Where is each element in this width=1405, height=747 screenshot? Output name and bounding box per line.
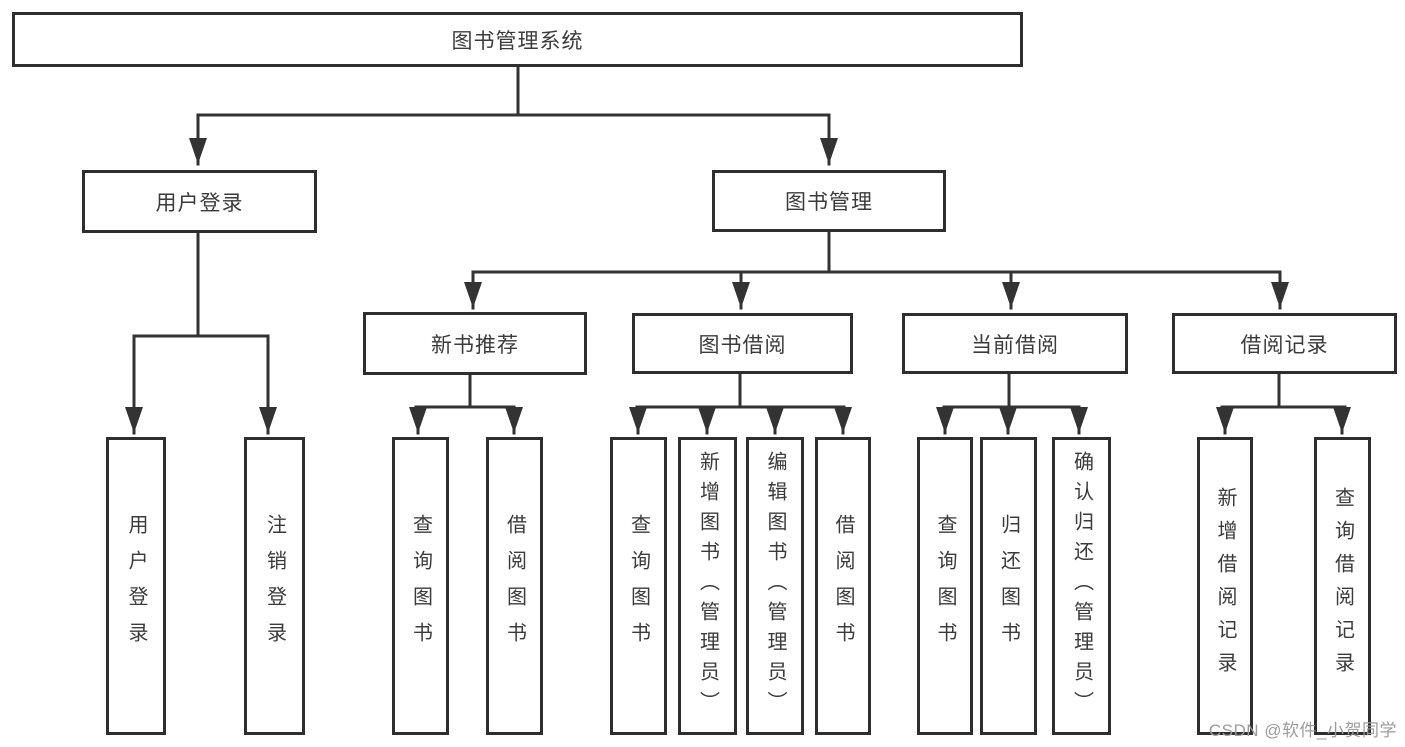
leaf-label: 新增图书（管理员） — [696, 451, 719, 721]
leaf-label: 借阅图书 — [832, 514, 854, 658]
node-label: 借阅记录 — [1240, 333, 1329, 357]
node-label: 图书借阅 — [698, 333, 787, 357]
node-borrow-records: 借阅记录 — [1172, 313, 1397, 374]
node-book-borrowing: 图书借阅 — [632, 313, 853, 374]
leaf-query-borrow-record: 查询借阅记录 — [1314, 437, 1371, 735]
leaf-label: 确认归还（管理员） — [1070, 451, 1093, 721]
leaf-logout: 注销登录 — [244, 437, 305, 735]
leaf-add-borrow-record: 新增借阅记录 — [1197, 437, 1253, 735]
leaf-query-books: 查询图书 — [917, 437, 973, 735]
leaf-label: 查询图书 — [409, 514, 432, 658]
node-new-book-recommendation: 新书推荐 — [363, 312, 587, 375]
leaf-label: 借阅图书 — [503, 514, 526, 658]
node-current-borrowing: 当前借阅 — [902, 313, 1128, 374]
leaf-user-login: 用户登录 — [106, 437, 166, 735]
leaf-borrow-books: 借阅图书 — [815, 437, 871, 735]
node-label: 新书推荐 — [431, 333, 519, 357]
leaf-label: 用户登录 — [125, 514, 147, 658]
leaf-borrow-books: 借阅图书 — [486, 437, 543, 735]
node-label: 图书管理 — [785, 191, 873, 214]
leaf-query-books: 查询图书 — [610, 437, 667, 735]
leaf-label: 编辑图书（管理员） — [764, 451, 786, 721]
leaf-label: 新增借阅记录 — [1214, 487, 1236, 685]
node-library-management-system: 图书管理系统 — [12, 12, 1023, 67]
leaf-label: 归还图书 — [997, 514, 1020, 658]
node-user-login: 用户登录 — [82, 170, 317, 233]
csdn-watermark: CSDN @软件_小贺同学 — [1208, 721, 1397, 740]
leaf-query-books: 查询图书 — [392, 437, 449, 735]
node-label: 当前借阅 — [971, 333, 1059, 357]
leaf-label: 查询图书 — [627, 514, 650, 658]
node-label: 图书管理系统 — [451, 29, 584, 53]
leaf-label: 查询借阅记录 — [1331, 487, 1354, 685]
leaf-confirm-return-admin: 确认归还（管理员） — [1052, 437, 1111, 735]
node-book-management: 图书管理 — [712, 170, 946, 232]
leaf-label: 查询图书 — [934, 514, 956, 658]
leaf-return-books: 归还图书 — [980, 437, 1037, 735]
leaf-edit-books-admin: 编辑图书（管理员） — [746, 437, 804, 735]
leaf-add-books-admin: 新增图书（管理员） — [678, 437, 737, 735]
leaf-label: 注销登录 — [263, 514, 286, 658]
node-label: 用户登录 — [155, 191, 244, 215]
